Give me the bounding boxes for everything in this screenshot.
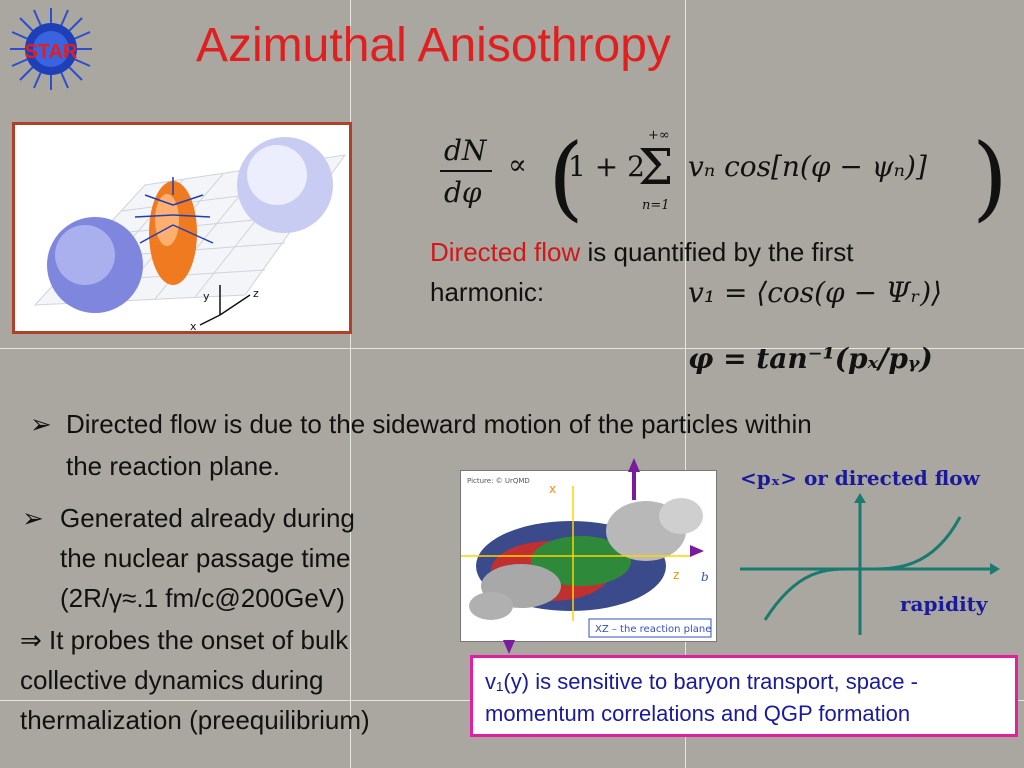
urqmd-axis-b: b [701,570,709,584]
bullet2-line2: the nuclear passage time [60,543,351,573]
box-line2: momentum correlations and QGP formation [485,701,911,726]
slide-title: Azimuthal Anisothropy [196,19,671,72]
urqmd-credit: Picture: © UrQMD [467,477,530,485]
probe-line1: ⇒ It probes the onset of bulk [20,625,349,655]
arrow-up-shaft [632,470,636,500]
directed-flow-sketch: <pₓ> or directed flow rapidity [720,455,1020,655]
bullet-arrow-icon: ➢ [30,409,52,439]
logo-text: STAR [25,41,79,63]
formula-v1: v₁ = ⟨cos(φ − Ψᵣ)⟩ [688,276,943,309]
coordinate-axes [199,285,251,326]
axis-x-label: x [190,320,197,331]
arrow-down-icon [503,640,515,654]
flow-arrows [134,177,214,244]
directed-flow-definition: Directed flow is quantified by the first [430,237,854,267]
bullet-arrow-icon: ➢ [22,503,44,533]
v1-curve [763,516,962,621]
probe-line3: thermalization (preequilibrium) [20,705,370,735]
v1-sensitivity-box: v₁(y) is sensitive to baryon transport, … [470,655,1018,737]
urqmd-axis-x: x [549,482,556,496]
box-line1: v₁(y) is sensitive to baryon transport, … [485,669,918,694]
urqmd-picture: Picture: © UrQMD x z b XZ – the reaction… [460,470,717,642]
bullet2-line1: Generated already during [60,503,355,533]
collision-illustration: y z x [12,122,352,334]
harmonic-label: harmonic: [430,277,545,307]
probe-line2: collective dynamics during [20,665,324,695]
grid-line [350,0,351,768]
bullet2-line3: (2R/γ≈.1 fm/c@200GeV) [60,583,345,613]
formula-phi: φ = tan⁻¹(pₓ/pᵧ) [688,342,933,375]
plot-xlabel: rapidity [900,592,989,616]
directed-flow-term: Directed flow [430,237,581,267]
axis-z-label: z [253,287,259,300]
grid-line [685,0,686,768]
bullet1-line2: the reaction plane. [66,451,280,481]
arrow-right-icon [690,545,704,557]
urqmd-axis-z: z [673,568,679,582]
grid-line [0,348,1024,349]
arrow-up-icon [628,458,640,472]
plot-title: <pₓ> or directed flow [740,466,981,490]
bullet1-line1: Directed flow is due to the sideward mot… [66,409,812,439]
urqmd-caption: XZ – the reaction plane [595,624,711,635]
star-logo: STAR [10,8,92,90]
axis-y-label: y [203,290,210,303]
